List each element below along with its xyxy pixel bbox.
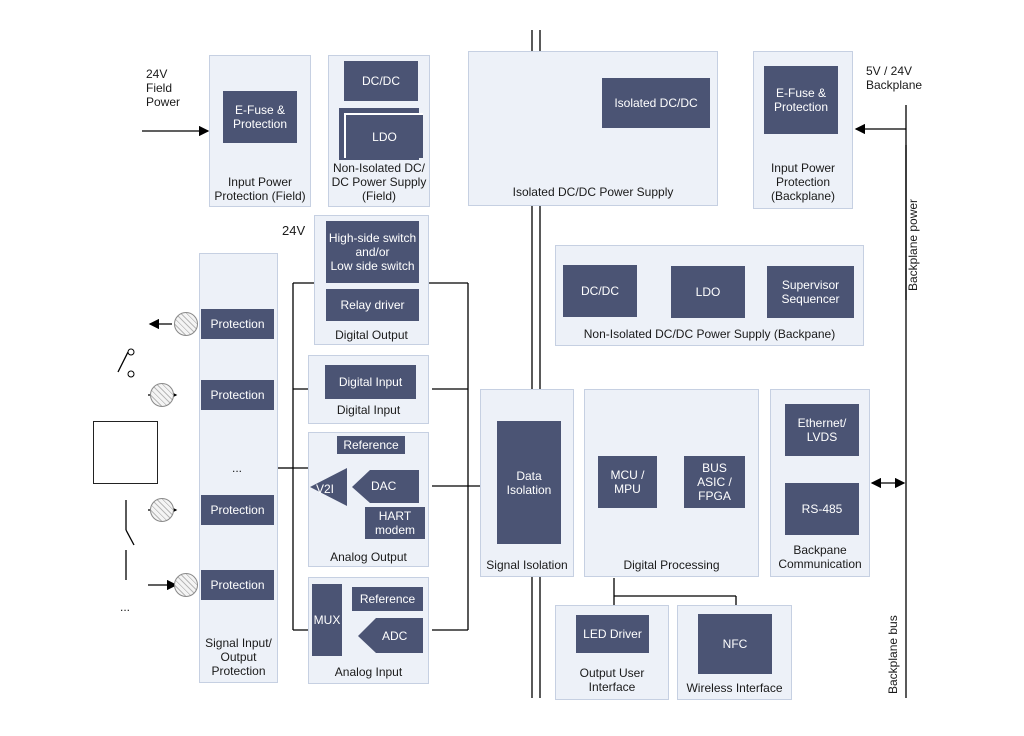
isolated-supply-caption: Isolated DC/DC Power Supply [512,185,674,199]
backplane-comm-caption: Backpane Communication [778,543,862,571]
adc-shape [358,618,423,653]
protection-block-3: Protection [201,495,274,525]
protection-ellipsis: ... [232,461,243,475]
output-ui-caption: Output User Interface [579,666,645,694]
isolated-supply-panel [468,51,718,206]
sensor-icon-4 [174,573,198,597]
protection-block-4: Protection [201,570,274,600]
protection-block-2: Protection [201,380,274,410]
nonisolated-backplane-caption: Non-Isolated DC/DC Power Supply (Backpan… [583,327,836,341]
backplane-power-label: 5V / 24V Backplane [866,64,923,92]
supervisor-sequencer-block: Supervisor Sequencer [767,266,854,318]
relay-driver-block: Relay driver [326,289,419,321]
backplane-power-vertical-label: Backplane power [906,198,920,291]
v2i-label: V2I [316,482,335,496]
field-power-label: 24V Field Power [146,67,181,109]
output-ui-panel [555,605,669,700]
dac-label: DAC [371,479,397,493]
mcu-mpu-block: MCU / MPU [598,456,657,508]
input-power-field-caption: Input Power Protection (Field) [214,175,306,203]
digital-output-caption: Digital Output [335,328,408,342]
digital-input-caption: Digital Input [336,403,401,417]
ldo-field-block: LDO [344,113,423,158]
sensor-icon-1 [174,312,198,336]
dac-shape [352,470,419,503]
rs485-block: RS-485 [785,483,859,535]
protection-block-1: Protection [201,309,274,339]
sensor-icon-3 [150,498,174,522]
bus-asic-fpga-block: BUS ASIC / FPGA [684,456,745,508]
high-side-switch-block: High-side switch and/or Low side switch [326,221,419,283]
efuse-field-block: E-Fuse & Protection [223,91,297,143]
v2i-amplifier [310,468,347,506]
dcdc-field-block: DC/DC [344,61,418,101]
digital-processing-caption: Digital Processing [623,558,720,572]
analog-output-caption: Analog Output [330,550,407,564]
nonisolated-field-caption: Non-Isolated DC/ DC Power Supply (Field) [331,161,427,203]
input-power-backplane-caption: Input Power Protection (Backplane) [770,161,836,203]
nfc-block: NFC [698,614,772,674]
signal-protection-caption: Signal Input/ Output Protection [205,636,272,678]
isolated-dcdc-block: Isolated DC/DC [602,78,710,128]
analog-input-caption: Analog Input [334,665,403,679]
wireless-caption: Wireless Interface [686,681,783,695]
ethernet-lvds-block: Ethernet/ LVDS [785,404,859,456]
adc-label: ADC [382,629,408,643]
sensor-icon-2 [150,383,174,407]
data-isolation-block: Data Isolation [497,421,561,544]
hart-modem-block: HART modem [365,507,425,539]
transmitter-box-icon [93,421,158,484]
signal-isolation-caption: Signal Isolation [486,558,568,572]
efuse-backplane-block: E-Fuse & Protection [764,66,838,134]
backplane-bus-vertical-label: Backplane bus [886,615,900,694]
dcdc-backplane-block: DC/DC [563,265,637,317]
24v-label: 24V [282,223,306,238]
left-ellipsis: ... [120,600,131,614]
ldo-backplane-block: LDO [671,266,745,318]
reference-ao-block: Reference [337,436,405,454]
digital-input-block: Digital Input [325,365,416,399]
led-driver-block: LED Driver [576,615,649,653]
reference-ai-block: Reference [352,587,423,611]
mux-block: MUX [312,584,342,656]
